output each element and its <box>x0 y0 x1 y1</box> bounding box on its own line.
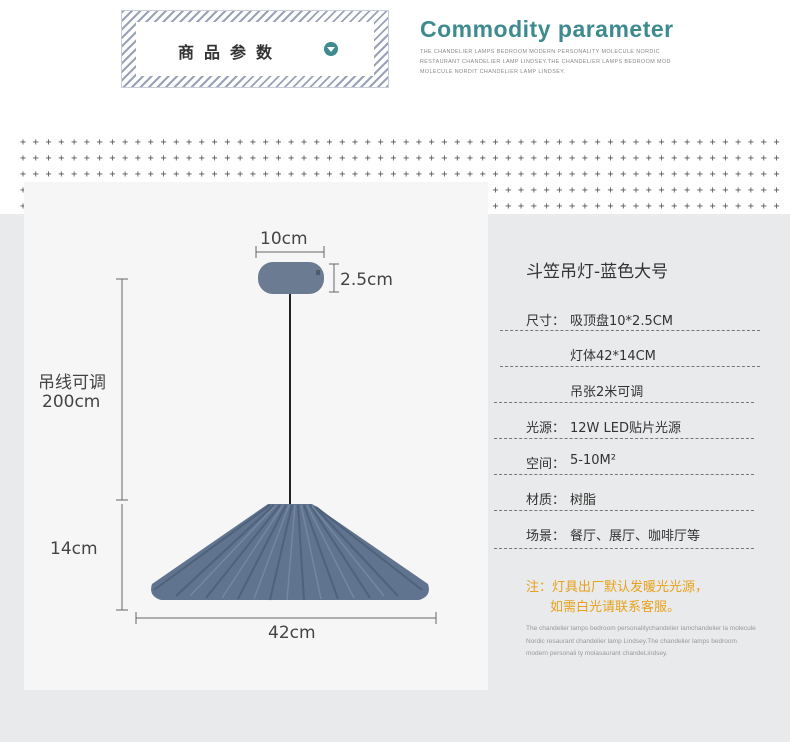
decorative-en-text: The chandelier lamps bedroom personality… <box>526 625 756 657</box>
section-header-box: 商品参数 <box>121 10 389 88</box>
spec-value: 12W LED贴片光源 <box>570 421 681 436</box>
spec-divider <box>494 548 754 549</box>
spec-value: 吊张2米可调 <box>570 385 644 400</box>
spec-label: 场景： <box>526 529 566 544</box>
section-title-en: Commodity parameter <box>420 16 674 42</box>
note-line-2: 如需白光请联系客服。 <box>550 600 681 615</box>
canopy-height-label: 2.5cm <box>340 270 393 290</box>
spec-label: 材质： <box>526 493 566 508</box>
lamp-dimension-diagram <box>116 246 437 624</box>
spec-value: 树脂 <box>570 493 597 508</box>
section-header-label: 商品参数 <box>178 43 283 62</box>
section-header-inner: 商品参数 <box>136 22 374 76</box>
shade-height-label: 14cm <box>50 539 98 559</box>
spec-value: 吸顶盘10*2.5CM <box>570 314 674 329</box>
spec-value: 餐厅、展厅、咖啡厅等 <box>570 529 701 544</box>
spec-divider <box>500 330 760 331</box>
spec-divider <box>500 366 760 367</box>
cord-adjustable-label: 吊线可调 <box>38 373 106 393</box>
shade-width-label: 42cm <box>268 623 316 643</box>
note-line-1: 注：灯具出厂默认发暖光光源， <box>526 580 709 595</box>
plus-pattern-row: ++++++++++++++++++++++++++++++++++++++++… <box>20 169 780 180</box>
canopy-width-label: 10cm <box>260 229 308 249</box>
plus-pattern-row: ++++++++++++++++++++++++++++++++++++++++… <box>20 153 780 164</box>
spec-divider <box>494 510 754 511</box>
section-subtitle-en: The chandelier lamps bedroom modern pers… <box>420 49 671 75</box>
product-spec-panel: 斗笠吊灯-蓝色大号 尺寸： 吸顶盘10*2.5CM 灯体42*14CM 吊张2米… <box>494 214 790 742</box>
spec-label: 光源： <box>526 421 566 436</box>
chevron-down-icon <box>324 42 338 56</box>
spec-divider <box>494 474 754 475</box>
lamp-shade <box>151 504 429 601</box>
product-name: 斗笠吊灯-蓝色大号 <box>526 262 669 282</box>
spec-divider <box>494 438 754 439</box>
product-diagram-panel: 10cm 2.5cm 吊线可调 200cm 14cm 42cm <box>24 182 488 690</box>
lamp-canopy <box>258 262 324 294</box>
spec-label: 尺寸： <box>526 314 566 329</box>
plus-pattern-row: ++++++++++++++++++++++++++++++++++++++++… <box>20 137 780 148</box>
spec-divider <box>494 402 754 403</box>
spec-label: 空间： <box>526 457 566 472</box>
spec-value: 灯体42*14CM <box>570 349 656 364</box>
cord-length-label: 200cm <box>42 392 101 412</box>
spec-value: 5-10M² <box>570 453 616 468</box>
